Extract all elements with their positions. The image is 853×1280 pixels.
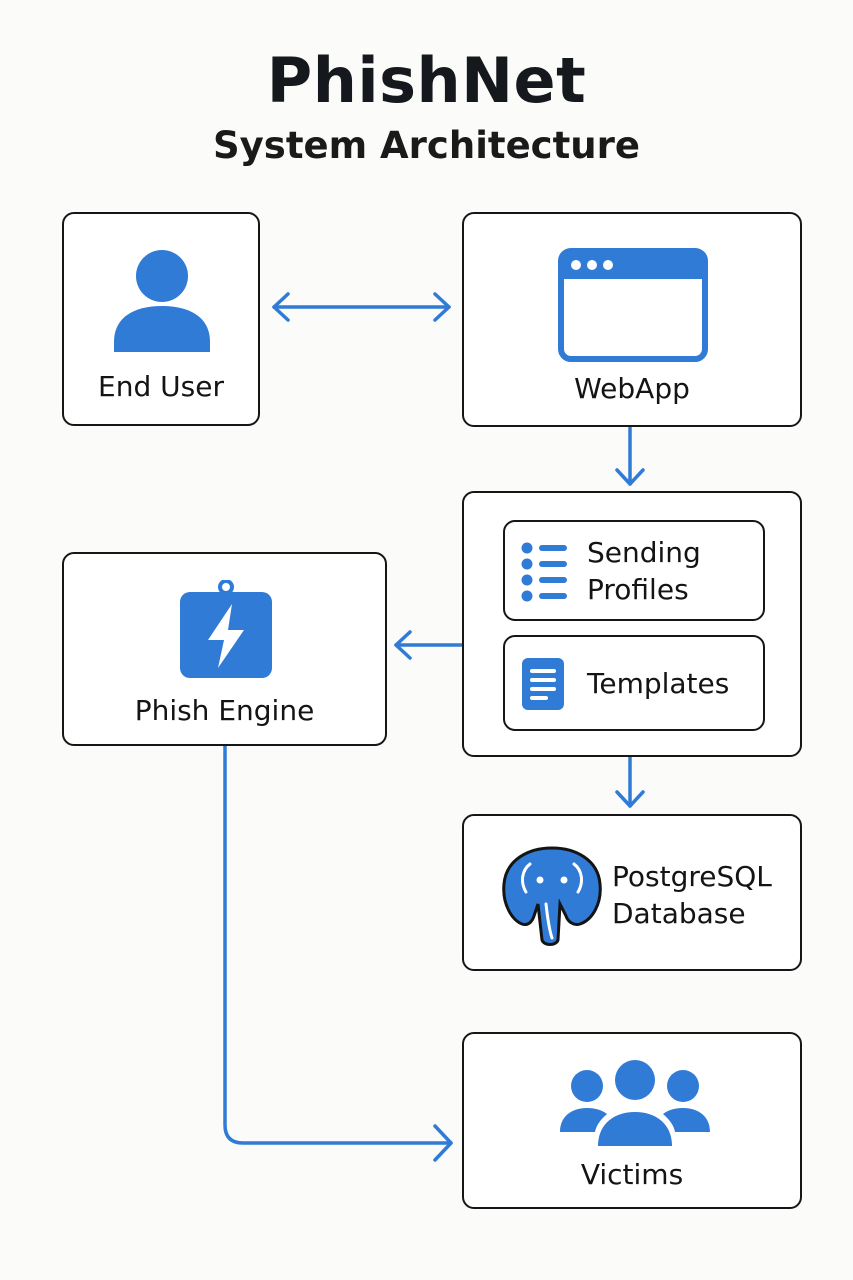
database-label: PostgreSQL Database [612,858,772,932]
webapp-label: WebApp [574,372,690,405]
end-user-node: End User [62,212,260,426]
document-icon [522,658,564,710]
database-node: PostgreSQL Database [462,814,802,971]
page-title: PhishNet [266,44,587,117]
sending-profiles-item: Sending Profiles [503,520,765,621]
user-icon [114,250,210,352]
phish-engine-label: Phish Engine [134,694,315,727]
arrow-config-engine [394,630,463,660]
arrow-engine-victims [223,743,453,1162]
sending-profiles-label: Sending Profiles [587,534,701,608]
arrow-config-database [615,755,645,808]
phish-engine-node: Phish Engine [62,552,387,746]
templates-item: Templates [503,635,765,731]
browser-window-icon [558,248,708,362]
arrow-webapp-config [615,426,645,486]
victims-label: Victims [580,1158,684,1191]
postgresql-elephant-icon [502,846,602,946]
config-node: Sending Profiles Templates [462,491,802,757]
list-icon [521,542,567,602]
page-subtitle: System Architecture [213,124,640,167]
database-label-line1: PostgreSQL [612,860,772,893]
sending-profiles-label-line2: Profiles [587,573,689,606]
database-label-line2: Database [612,897,746,930]
lightning-badge-icon [180,580,272,678]
templates-label: Templates [587,667,730,700]
webapp-node: WebApp [462,212,802,427]
group-icon [560,1060,710,1146]
arrow-user-webapp [272,292,451,322]
sending-profiles-label-line1: Sending [587,536,701,569]
end-user-label: End User [98,370,224,403]
victims-node: Victims [462,1032,802,1209]
